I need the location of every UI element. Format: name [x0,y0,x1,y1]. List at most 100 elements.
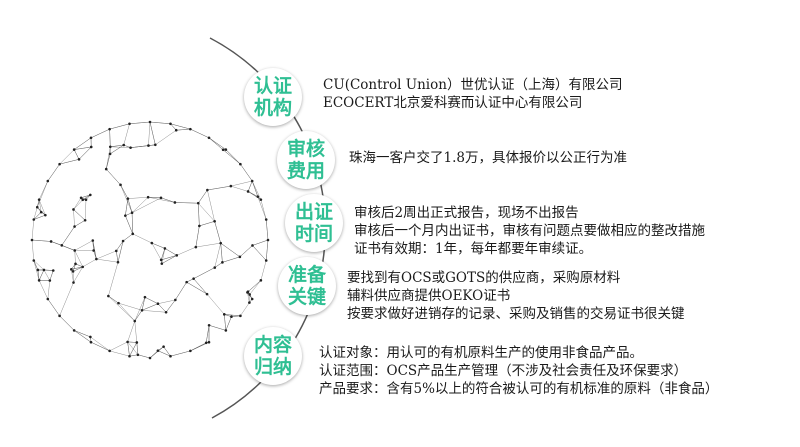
network-line [110,146,131,148]
network-node [32,259,36,262]
text-content-summary: 认证对象：用认可的有机原料生产的使用非食品产品。 认证范围：OCS产品生产管理（… [319,344,718,398]
network-line [170,350,191,357]
network-line [163,346,171,357]
network-line [149,121,156,145]
network-line [109,350,130,357]
network-line [251,180,259,197]
badge-issue-time: 出证 时间 [285,194,343,252]
network-line [109,129,111,147]
network-line [195,242,221,248]
network-node [246,190,250,193]
network-line [71,266,83,270]
network-line [231,315,241,317]
network-node [264,259,268,262]
text-certification-body: CU(Control Union）世优认证（上海）有限公司 ECOCERT北京爱… [323,76,622,112]
network-node [159,196,163,200]
network-line [120,184,129,199]
network-node [239,314,242,318]
network-node [72,281,75,284]
network-node [89,340,93,344]
network-line [195,225,200,248]
network-node [173,201,177,204]
text-line: 审核后一个月内出证书，审核有问题点要做相应的整改措施 [354,223,705,239]
network-line [148,121,151,146]
network-node [213,266,217,269]
network-line [265,239,269,261]
network-line [155,130,177,146]
network-line [84,199,87,221]
network-node [72,148,76,151]
network-line [224,314,227,331]
network-line [134,321,138,343]
network-line [193,267,215,279]
network-node [150,241,154,245]
network-line [75,263,83,268]
network-line [96,258,119,263]
network-line [170,123,191,130]
badge-line: 关键 [287,286,326,308]
network-node [156,349,160,352]
network-node [163,247,167,250]
network-line [118,302,143,311]
network-line [176,128,191,131]
network-line [174,202,199,204]
network-line [73,149,80,160]
network-node [130,211,134,215]
network-line [116,250,119,263]
network-line [247,292,250,303]
network-line [109,341,128,352]
network-node [250,179,254,183]
network-node [219,241,223,245]
network-line [249,280,262,295]
network-line [144,296,159,304]
network-line [61,226,75,246]
network-line [247,280,262,293]
network-node [148,356,152,360]
network-node [248,293,251,296]
network-node [77,158,81,161]
network-node [156,302,160,306]
network-line [73,209,86,221]
network-node [169,122,172,126]
network-line [74,240,93,251]
network-line [33,260,45,271]
network-node [79,196,83,200]
network-line [205,325,210,343]
badge-line: 归纳 [253,356,292,378]
network-line [38,199,46,216]
network-line [110,144,124,148]
network-node [246,290,250,293]
network-line [214,221,221,244]
network-line [151,242,165,249]
network-line [73,266,83,283]
network-line [74,250,83,267]
network-node [119,183,122,187]
network-line [240,302,250,316]
network-line [131,197,149,213]
network-line [33,211,42,220]
network-node [73,249,77,252]
network-line [165,299,176,313]
network-node [189,349,192,353]
network-node [108,349,111,353]
network-node [213,220,216,223]
network-node [222,313,226,316]
network-node [104,167,108,171]
network-line [90,128,110,139]
network-line [164,248,177,256]
network-line [247,180,253,192]
network-node [192,277,195,280]
network-line [230,180,253,187]
network-node [72,208,75,211]
network-node [70,268,73,271]
network-node [114,249,118,253]
network-line [149,121,171,125]
network-line [199,221,215,227]
network-node [174,298,177,302]
network-node [81,198,85,202]
network-line [71,269,74,283]
network-node [147,144,150,147]
network-node [58,162,61,166]
network-line [31,219,35,241]
